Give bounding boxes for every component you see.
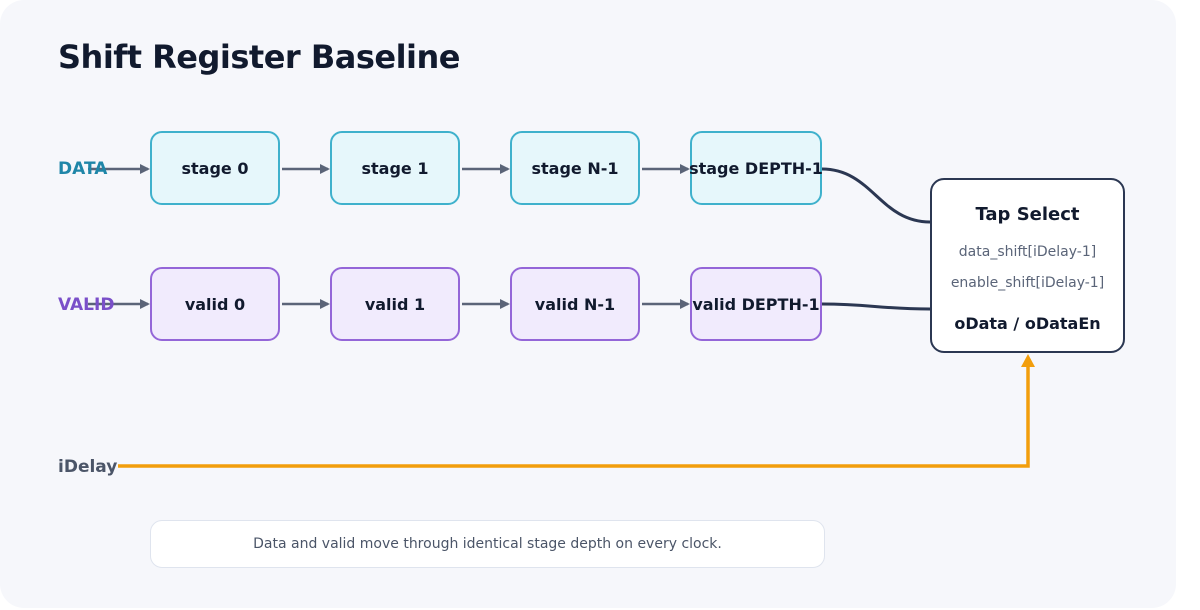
tap-select-block: Tap Select data_shift[iDelay-1] enable_s… [930,178,1125,353]
footnote-text: Data and valid move through identical st… [253,536,722,552]
data-stage-1: stage 1 [330,131,460,205]
idelay-wire [118,366,1030,468]
valid-row-label: VALID [58,295,115,315]
idelay-label: iDelay [58,457,118,477]
data-stage-depth-1: stage DEPTH-1 [689,131,823,205]
valid-stage-n-1: valid N-1 [510,267,640,341]
valid-to-tap-wire [821,302,931,311]
tap-select-enable-expr: enable_shift[iDelay-1] [950,275,1105,291]
valid-stage-1: valid 1 [330,267,460,341]
data-stage-n-1: stage N-1 [510,131,640,205]
tap-select-title: Tap Select [975,204,1080,225]
data-row-label: DATA [58,159,108,179]
valid-stage-depth-1: valid DEPTH-1 [690,267,822,341]
data-to-tap-wire [821,167,931,224]
idelay-arrowhead [1021,354,1035,367]
tap-select-data-expr: data_shift[iDelay-1] [958,244,1097,260]
data-stage-0: stage 0 [150,131,280,205]
valid-stage-0: valid 0 [150,267,280,341]
page-title: Shift Register Baseline [58,38,461,76]
footnote-box: Data and valid move through identical st… [150,520,825,568]
tap-select-output: oData / oDataEn [954,314,1101,333]
